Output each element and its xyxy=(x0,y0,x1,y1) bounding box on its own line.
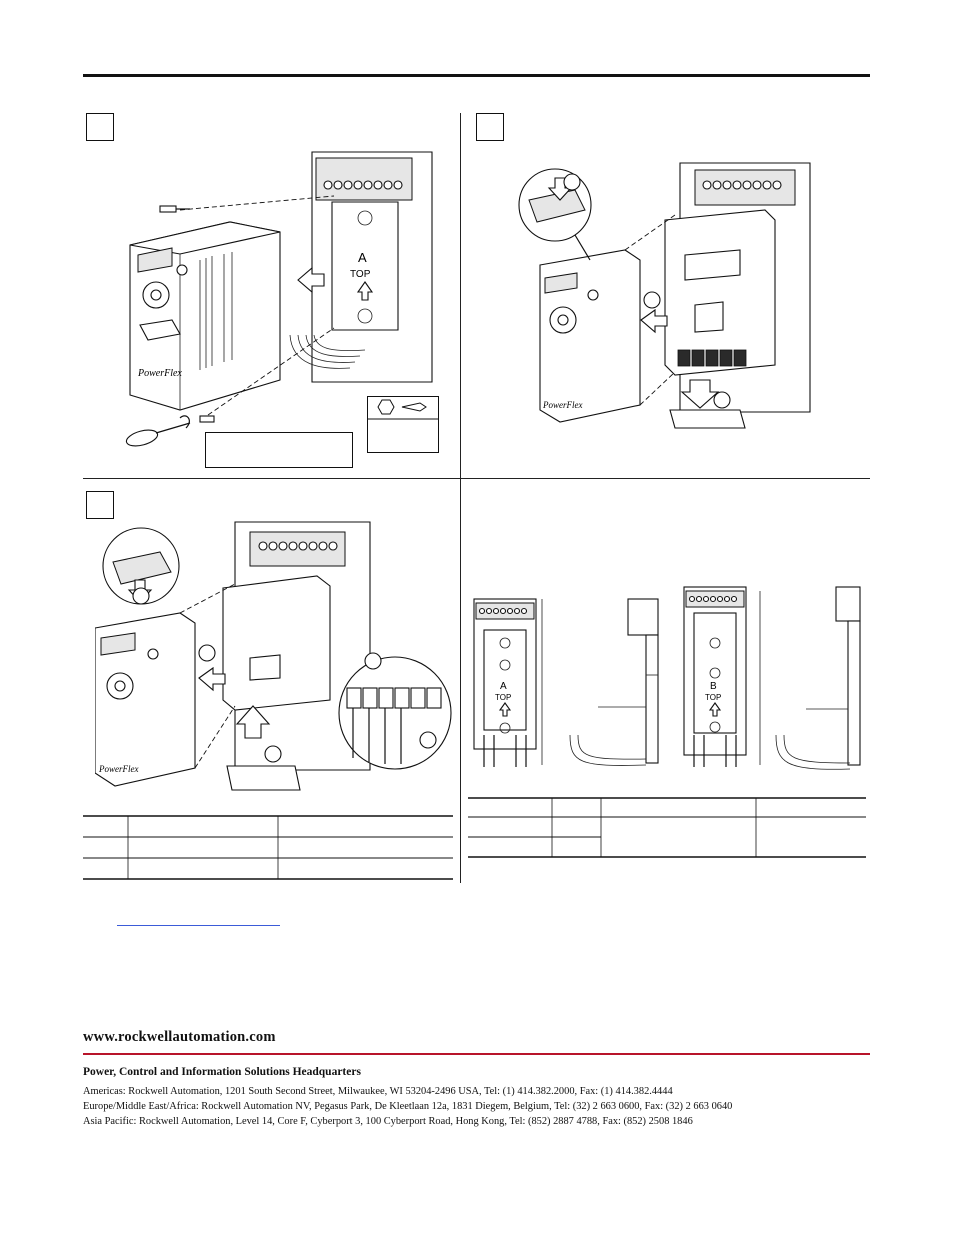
callout-circle-6 xyxy=(132,587,150,605)
power-terminals xyxy=(677,349,747,367)
terminal-screws-3 xyxy=(258,541,338,551)
terminal-blocks xyxy=(346,687,442,764)
tool-icons xyxy=(368,399,438,420)
footer-red-rule xyxy=(83,1053,870,1055)
table-left xyxy=(83,815,453,880)
callout-circle-3 xyxy=(713,391,731,409)
headquarters-title: Power, Control and Information Solutions… xyxy=(83,1066,361,1078)
callout-circle-7 xyxy=(198,644,216,662)
address-americas: Americas: Rockwell Automation, 1201 Sout… xyxy=(83,1086,673,1097)
plate-b-screws xyxy=(688,595,738,603)
callout-circle-5 xyxy=(419,731,437,749)
drive-vents xyxy=(199,252,233,370)
plate-a-top-2: TOP xyxy=(495,693,511,702)
figure-plate-variants: A TOP B TOP xyxy=(473,586,861,770)
detail-magnifier-terminals xyxy=(338,656,452,770)
website-url[interactable]: www.rockwellautomation.com xyxy=(83,1029,276,1045)
plate-a-top: TOP xyxy=(350,269,371,280)
tool-label-box xyxy=(367,396,439,453)
drive-brand-label-2: PowerFlex xyxy=(542,400,583,410)
drive-brand-label: PowerFlex xyxy=(137,368,182,379)
screw-top-icon xyxy=(159,205,190,213)
terminal-screws xyxy=(323,180,403,190)
link-underline[interactable] xyxy=(117,925,280,926)
step-box-2 xyxy=(476,113,504,141)
drive-brand-label-3: PowerFlex xyxy=(98,764,139,774)
figure-reinstall-drive: PowerFlex xyxy=(95,521,452,791)
plate-a-letter-2: A xyxy=(500,681,507,692)
plate-a-screws xyxy=(478,607,528,615)
callout-circle-2 xyxy=(643,291,661,309)
figure-remove-drive: PowerFlex xyxy=(518,162,811,429)
address-emea: Europe/Middle East/Africa: Rockwell Auto… xyxy=(83,1101,733,1112)
table-right xyxy=(468,797,866,858)
plate-b-letter: B xyxy=(710,681,717,692)
hex-icon xyxy=(377,399,395,415)
step-box-1 xyxy=(86,113,114,141)
figure-mount-drive: A TOP PowerFlex xyxy=(125,151,433,447)
callout-circle-1 xyxy=(563,173,581,191)
plate-b-top: TOP xyxy=(705,693,721,702)
step-box-3 xyxy=(86,491,114,519)
address-asia-pacific: Asia Pacific: Rockwell Automation, Level… xyxy=(83,1116,693,1127)
torque-label-box xyxy=(205,432,353,468)
callout-circle-8 xyxy=(264,745,282,763)
screwdriver-icon xyxy=(125,415,215,447)
terminal-screws-2 xyxy=(702,180,782,190)
plate-a-letter: A xyxy=(358,250,367,265)
vertical-divider xyxy=(460,113,461,883)
flathead-icon xyxy=(401,402,427,412)
callout-circle-4 xyxy=(364,652,382,670)
horizontal-divider xyxy=(83,478,870,479)
top-rule xyxy=(83,74,870,77)
